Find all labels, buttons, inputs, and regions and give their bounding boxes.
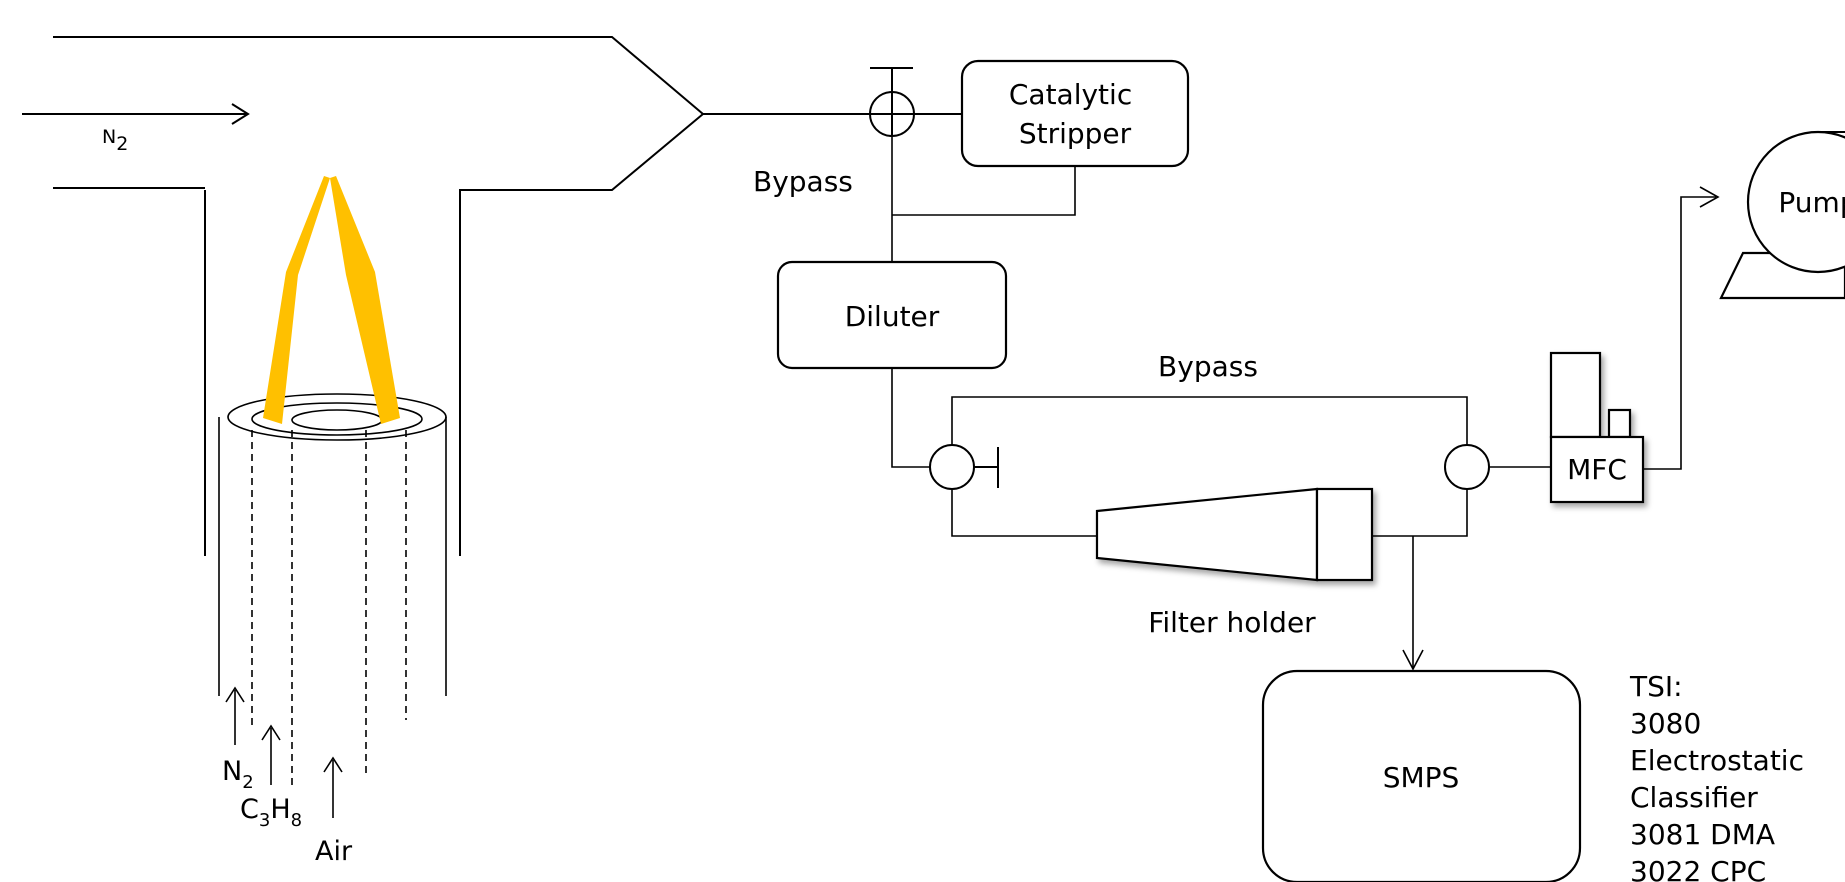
filter-bypass-loop — [951, 396, 1468, 537]
instrument-list: TSI: 3080 Electrostatic Classifier 3081 … — [1629, 670, 1813, 882]
filter-holder — [1095, 487, 1374, 582]
n2-inlet-arrow — [22, 103, 250, 125]
diluter-to-valve-line — [891, 368, 930, 468]
pump-label: Pump — [1778, 186, 1845, 219]
stripper-bypass-lines — [891, 136, 1076, 262]
smps-sample-arrow — [1402, 536, 1424, 671]
mfc-to-pump-arrow — [1643, 186, 1720, 470]
catalytic-stripper-label: Catalytic Stripper — [1009, 78, 1141, 150]
flame — [263, 176, 400, 424]
bypass-filter-label: Bypass — [1158, 350, 1258, 383]
bypass-top-label: Bypass — [753, 165, 853, 198]
mfc-label: MFC — [1567, 453, 1627, 486]
n2-inlet-label: N2 — [102, 126, 128, 155]
burner-air-label: Air — [315, 836, 353, 867]
burner — [218, 393, 447, 785]
smps-label: SMPS — [1383, 761, 1460, 794]
exhaust-duct — [53, 36, 870, 556]
pump — [1719, 130, 1845, 300]
filter-holder-label: Filter holder — [1148, 606, 1316, 639]
three-way-valve-right[interactable] — [1444, 444, 1551, 490]
mfc-unit — [1549, 351, 1645, 504]
catalytic-stripper-box — [960, 59, 1190, 168]
smps-box — [1261, 669, 1582, 882]
diluter-label: Diluter — [845, 300, 940, 333]
three-way-valve-top[interactable] — [869, 67, 962, 137]
burner-n2-label: N2 — [222, 756, 254, 793]
burner-propane-label: C3H8 — [240, 794, 302, 831]
burner-gas-arrows — [225, 686, 343, 818]
three-way-valve-left[interactable] — [929, 444, 999, 490]
